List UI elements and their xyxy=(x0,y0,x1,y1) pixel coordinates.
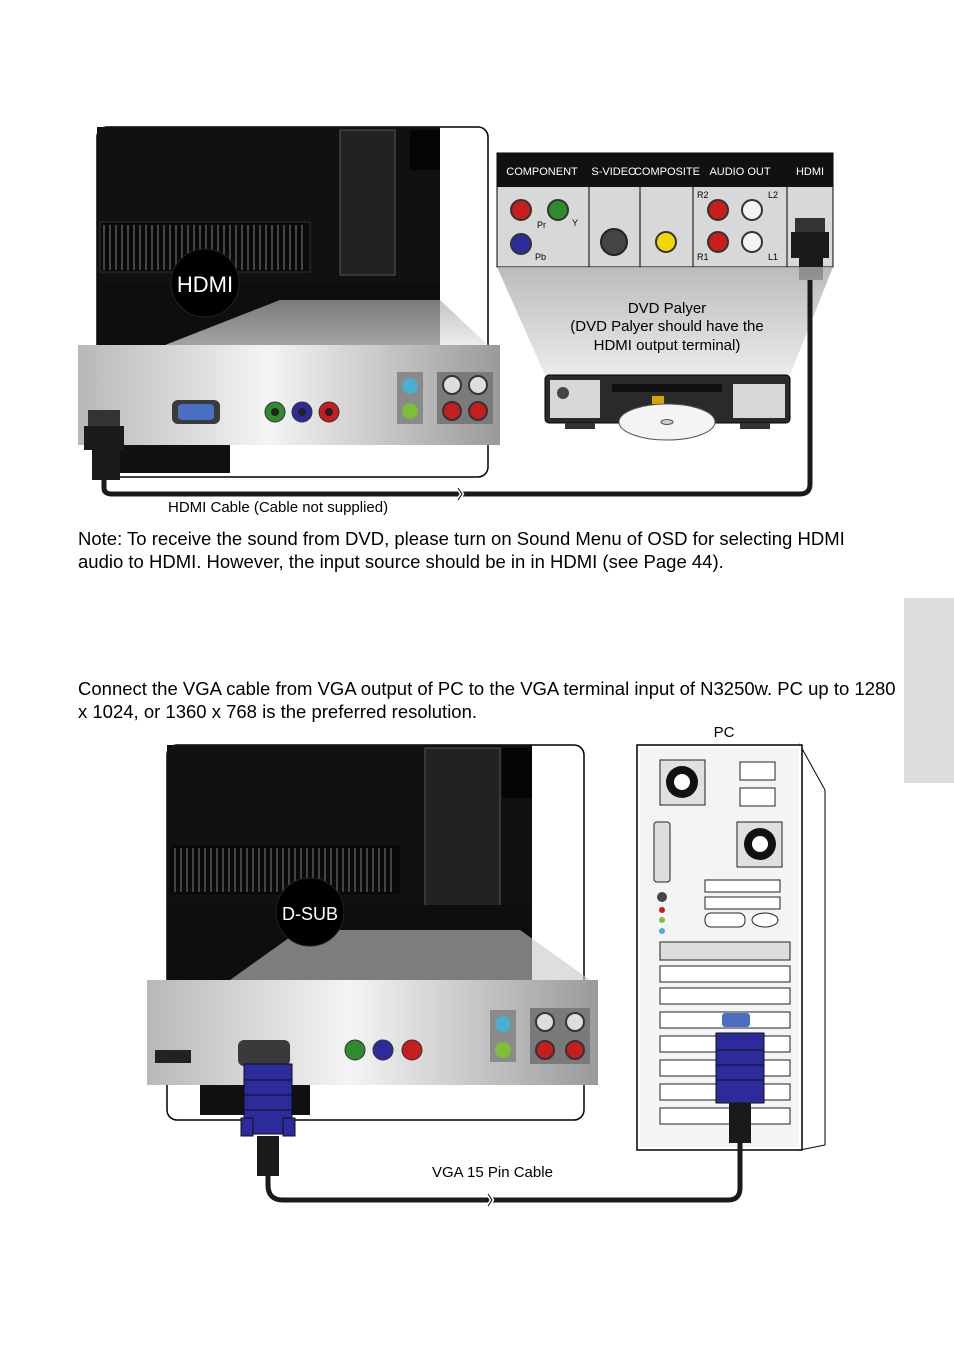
hdmi-cable-caption: HDMI Cable (Cable not supplied) xyxy=(168,499,389,516)
vga-cable-caption: VGA 15 Pin Cable xyxy=(432,1164,553,1181)
d-sub-badge-label: D-SUB xyxy=(282,904,338,924)
pc-label: PC xyxy=(714,724,735,741)
side-tab xyxy=(904,598,954,783)
dvd-caption-3: HDMI output terminal) xyxy=(594,337,741,354)
note-paragraph: Note: To receive the sound from DVD, ple… xyxy=(78,528,845,572)
label-pr: Pr xyxy=(537,220,546,230)
d-sub-badge xyxy=(275,877,345,947)
label-l2: L2 xyxy=(768,190,778,200)
zoom-beam xyxy=(160,300,490,347)
header-component: COMPONENT xyxy=(506,166,578,178)
label-r1: R1 xyxy=(697,252,709,262)
hdmi-plug-tv xyxy=(84,410,124,480)
header-audio-out: AUDIO OUT xyxy=(709,166,770,178)
dvd-caption-2: (DVD Palyer should have the xyxy=(570,318,763,335)
vga-instructions: Connect the VGA cable from VGA output of… xyxy=(78,678,896,722)
label-r2: R2 xyxy=(697,190,709,200)
header-composite: COMPOSITE xyxy=(634,166,700,178)
vga-plug-pc xyxy=(715,1032,765,1143)
header-s-video: S-VIDEO xyxy=(591,166,637,178)
hdmi-cable xyxy=(101,280,813,497)
hdmi-badge-label: HDMI xyxy=(177,272,233,297)
vga-connection-diagram: D-SUB xyxy=(147,724,826,1208)
vga-cable xyxy=(265,1143,743,1203)
label-pb: Pb xyxy=(535,252,546,262)
pc-tower-illustration xyxy=(636,743,826,1151)
tv-connector-panel-2 xyxy=(147,980,598,1085)
header-hdmi: HDMI xyxy=(796,166,824,178)
vga-plug-tv xyxy=(240,1063,296,1176)
hdmi-badge xyxy=(170,248,240,318)
tv-connector-panel xyxy=(78,345,500,445)
dvd-player-illustration xyxy=(544,374,791,441)
label-l1: L1 xyxy=(768,252,778,262)
hdmi-connection-diagram: HDMI COMPONENT S-VIDEO COMPOSITE AUDIO O… xyxy=(78,126,834,502)
dvd-caption-1: DVD Palyer xyxy=(628,300,706,317)
hdmi-port-icon-2 xyxy=(155,1050,191,1063)
label-y: Y xyxy=(572,218,578,228)
